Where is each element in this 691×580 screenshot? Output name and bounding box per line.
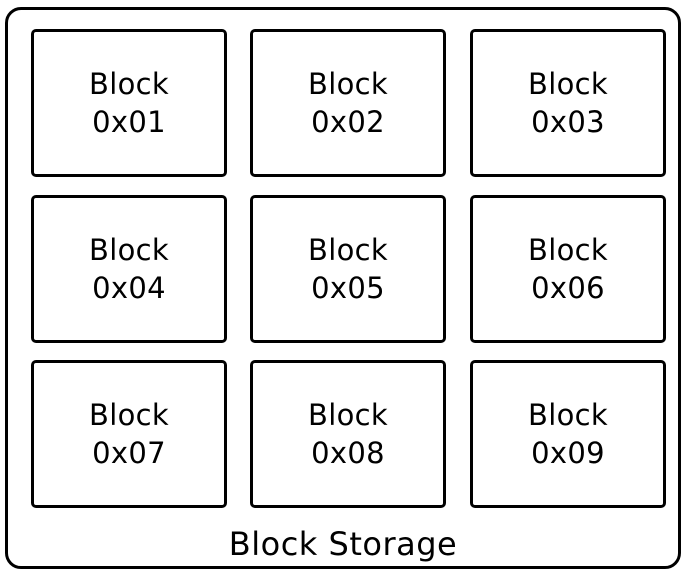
- block-label: Block: [89, 233, 169, 267]
- block-address: 0x09: [531, 436, 605, 470]
- block-storage-container: Block 0x01 Block 0x02 Block 0x03 Block 0…: [5, 7, 681, 569]
- block-0x03: Block 0x03: [470, 29, 666, 177]
- block-0x08: Block 0x08: [250, 360, 446, 508]
- block-0x09: Block 0x09: [470, 360, 666, 508]
- block-label: Block: [528, 398, 608, 432]
- block-0x02: Block 0x02: [250, 29, 446, 177]
- block-address: 0x04: [92, 271, 166, 305]
- block-0x07: Block 0x07: [31, 360, 227, 508]
- block-label: Block: [528, 67, 608, 101]
- block-address: 0x01: [92, 105, 166, 139]
- block-address: 0x08: [311, 436, 385, 470]
- block-0x04: Block 0x04: [31, 195, 227, 343]
- block-0x05: Block 0x05: [250, 195, 446, 343]
- block-address: 0x03: [531, 105, 605, 139]
- block-0x01: Block 0x01: [31, 29, 227, 177]
- block-address: 0x02: [311, 105, 385, 139]
- block-label: Block: [308, 233, 388, 267]
- block-0x06: Block 0x06: [470, 195, 666, 343]
- block-label: Block: [89, 398, 169, 432]
- block-address: 0x07: [92, 436, 166, 470]
- storage-title: Block Storage: [228, 525, 458, 563]
- block-label: Block: [89, 67, 169, 101]
- block-label: Block: [308, 398, 388, 432]
- block-address: 0x06: [531, 271, 605, 305]
- block-label: Block: [528, 233, 608, 267]
- block-label: Block: [308, 67, 388, 101]
- block-address: 0x05: [311, 271, 385, 305]
